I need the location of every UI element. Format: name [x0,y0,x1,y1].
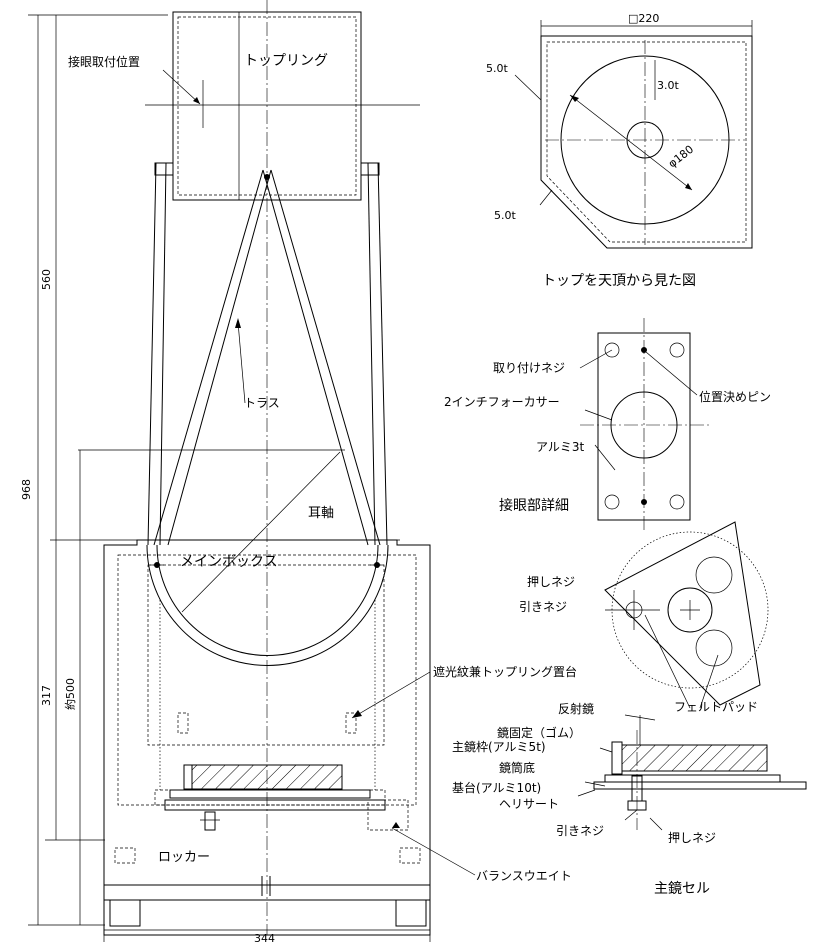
cell-mirror-fix: 鏡固定（ゴム） [497,725,581,740]
label-rocker: ロッカー [158,850,210,865]
side-dimensions [28,14,431,942]
label-eyepiece-pos: 接眼取付位置 [68,54,140,69]
box-mirror-cell [154,764,386,831]
dim-approx-500: 約500 [63,678,77,710]
mirror-cell-section [577,714,807,831]
cell-felt-pad: フェルトパッド [674,700,758,714]
cell-push-screw: 押しネジ [527,575,575,589]
top-view [514,20,753,249]
eyepiece-detail [579,318,712,530]
top-view-caption: トップを天頂から見た図 [542,273,696,289]
eyepiece-screws: 取り付けネジ [493,361,565,375]
cell-pull-screw: 引きネジ [519,600,567,614]
cell-base: 基台(アルミ10t) [452,780,541,795]
eyepiece-focuser: 2インチフォーカサー [444,395,560,409]
label-truss: トラス [244,396,280,410]
eyepiece-pin: 位置決めピン [699,389,771,404]
dim-top-square: □220 [628,12,659,25]
label-light-shield: 遮光紋兼トップリング置台 [433,664,577,679]
eyepiece-aluminum: アルミ3t [536,440,585,454]
top-thick-b: 3.0t [657,79,679,92]
side-view [28,0,476,942]
cell-frame: 主鏡枠(アルミ5t) [452,739,546,754]
label-trunnion: 耳軸 [308,506,334,521]
dim-upper-height: 560 [40,269,53,290]
cell-mirror: 反射鏡 [558,701,594,716]
top-thick-c: 5.0t [494,209,516,222]
label-main-box: メインボックス [180,554,278,570]
rocker [103,847,431,927]
dim-base-width: 344 [254,932,275,945]
trunnion [146,451,389,666]
mirror-cell-detail [604,521,769,709]
cell-pull-screw-2: 引きネジ [556,824,604,838]
cell-push-screw-2: 押しネジ [668,831,716,845]
cell-tube-bottom: 鏡筒底 [499,760,535,775]
annotations: トップリング 接眼取付位置 トラス 耳軸 メインボックス 遮光紋兼トップリング置… [20,12,771,945]
dim-lower-height: 317 [40,685,53,706]
cell-caption: 主鏡セル [654,881,710,897]
dim-total-height: 968 [20,479,33,500]
label-balance-weight: バランスウエイト [476,869,572,883]
dim-mirror-dia: φ180 [666,143,696,171]
cell-helisert: ヘリサート [499,797,559,811]
top-ring [172,11,362,201]
truss-poles [147,162,388,546]
eyepiece-caption: 接眼部詳細 [499,497,569,514]
top-thick-a: 5.0t [486,62,508,75]
label-top-ring: トップリング [244,53,328,69]
